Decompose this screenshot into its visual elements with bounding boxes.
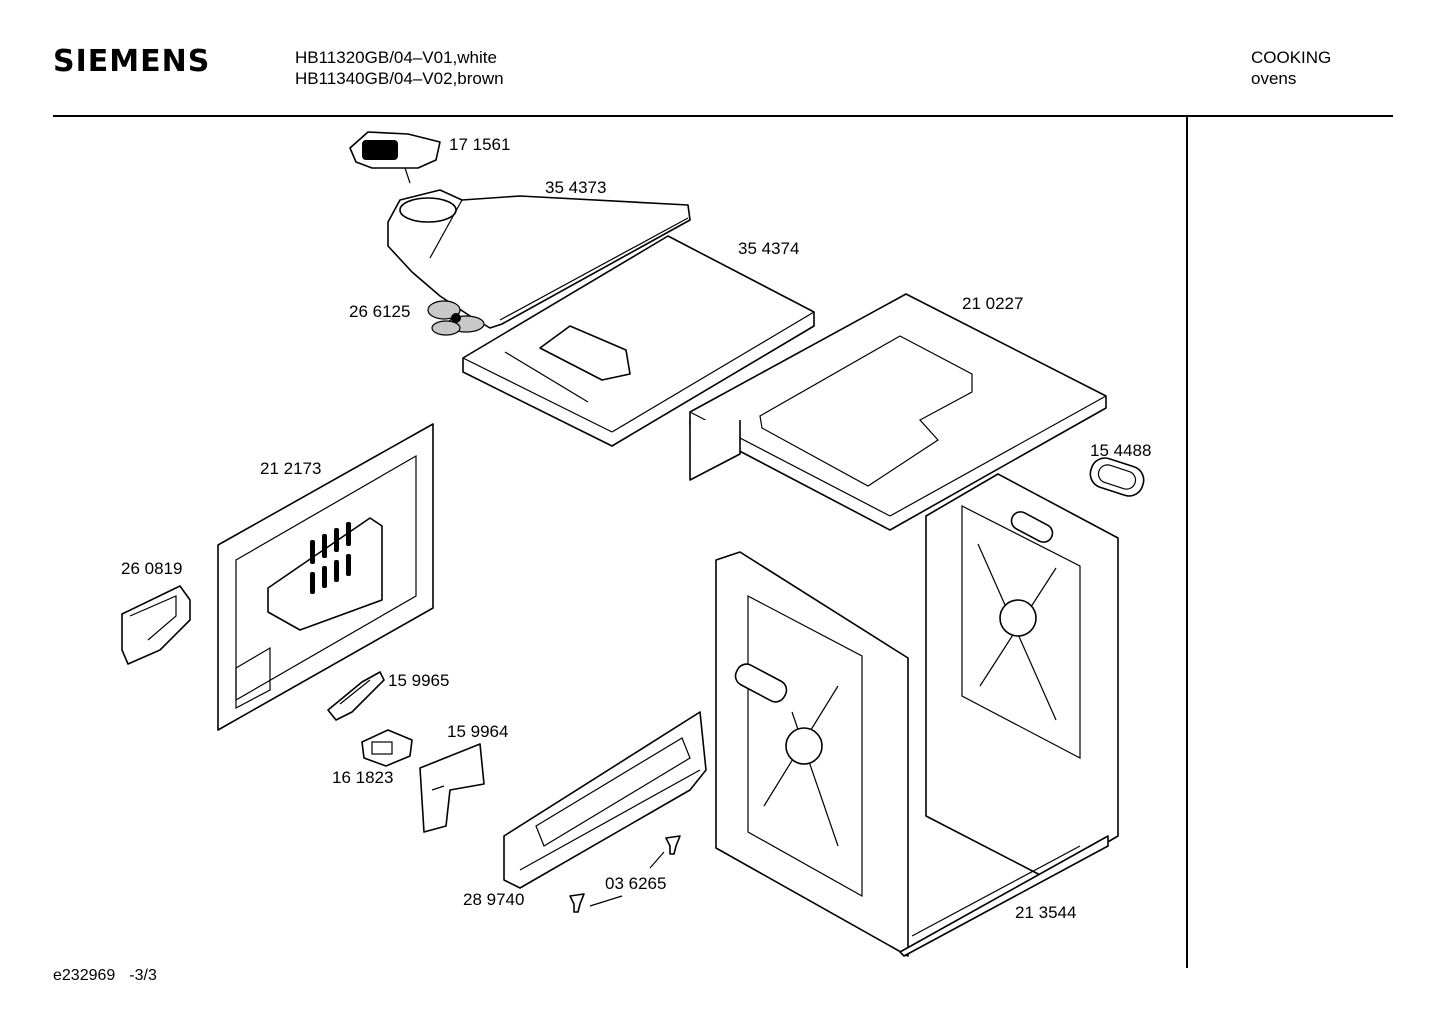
label-21-0227: 21 0227 — [962, 294, 1023, 313]
label-15-9964: 15 9964 — [447, 722, 508, 741]
rear-panel-icon[interactable] — [217, 423, 434, 731]
label-15-4488: 15 4488 — [1090, 441, 1151, 460]
label-15-9965: 15 9965 — [388, 671, 449, 690]
mounting-plate-icon[interactable] — [419, 743, 485, 833]
document-id: e232969 — [53, 967, 116, 984]
category-block: COOKING ovens — [1251, 47, 1331, 89]
label-21-3544: 21 3544 — [1015, 903, 1076, 922]
category-title: COOKING — [1251, 48, 1332, 67]
footer: e232969 -3/3 — [53, 967, 171, 985]
oven-cavity-icon[interactable] — [715, 473, 1119, 957]
motor-icon[interactable] — [349, 131, 441, 184]
bracket-icon[interactable] — [121, 585, 191, 665]
label-21-2173: 21 2173 — [260, 459, 321, 478]
clip-icon[interactable] — [361, 729, 413, 767]
category-subtitle: ovens — [1251, 69, 1297, 88]
model-line-1: HB11320GB/04–V01,white — [295, 48, 497, 67]
model-list: HB11320GB/04–V01,white HB11340GB/04–V02,… — [295, 47, 504, 89]
label-26-0819: 26 0819 — [121, 559, 182, 578]
label-26-6125: 26 6125 — [349, 302, 410, 321]
label-35-4373: 35 4373 — [545, 178, 606, 197]
grommet-icon[interactable] — [1087, 454, 1148, 499]
model-line-2: HB11340GB/04–V02,brown — [295, 69, 504, 88]
screw-icon[interactable] — [569, 835, 681, 913]
label-35-4374: 35 4374 — [738, 239, 799, 258]
brand-logo: SIEMENS — [53, 44, 211, 79]
connector-icon[interactable] — [327, 671, 385, 721]
top-plate-icon[interactable] — [462, 235, 815, 447]
label-03-6265: 03 6265 — [605, 874, 666, 893]
base-rail-icon[interactable] — [503, 711, 707, 889]
fan-blade-icon[interactable] — [427, 300, 485, 336]
label-17-1561: 17 1561 — [449, 135, 510, 154]
label-16-1823: 16 1823 — [332, 768, 393, 787]
fan-housing-icon[interactable] — [387, 189, 691, 329]
label-28-9740: 28 9740 — [463, 890, 524, 909]
page-indicator: -3/3 — [129, 967, 157, 984]
cavity-top-icon[interactable] — [689, 293, 1107, 531]
